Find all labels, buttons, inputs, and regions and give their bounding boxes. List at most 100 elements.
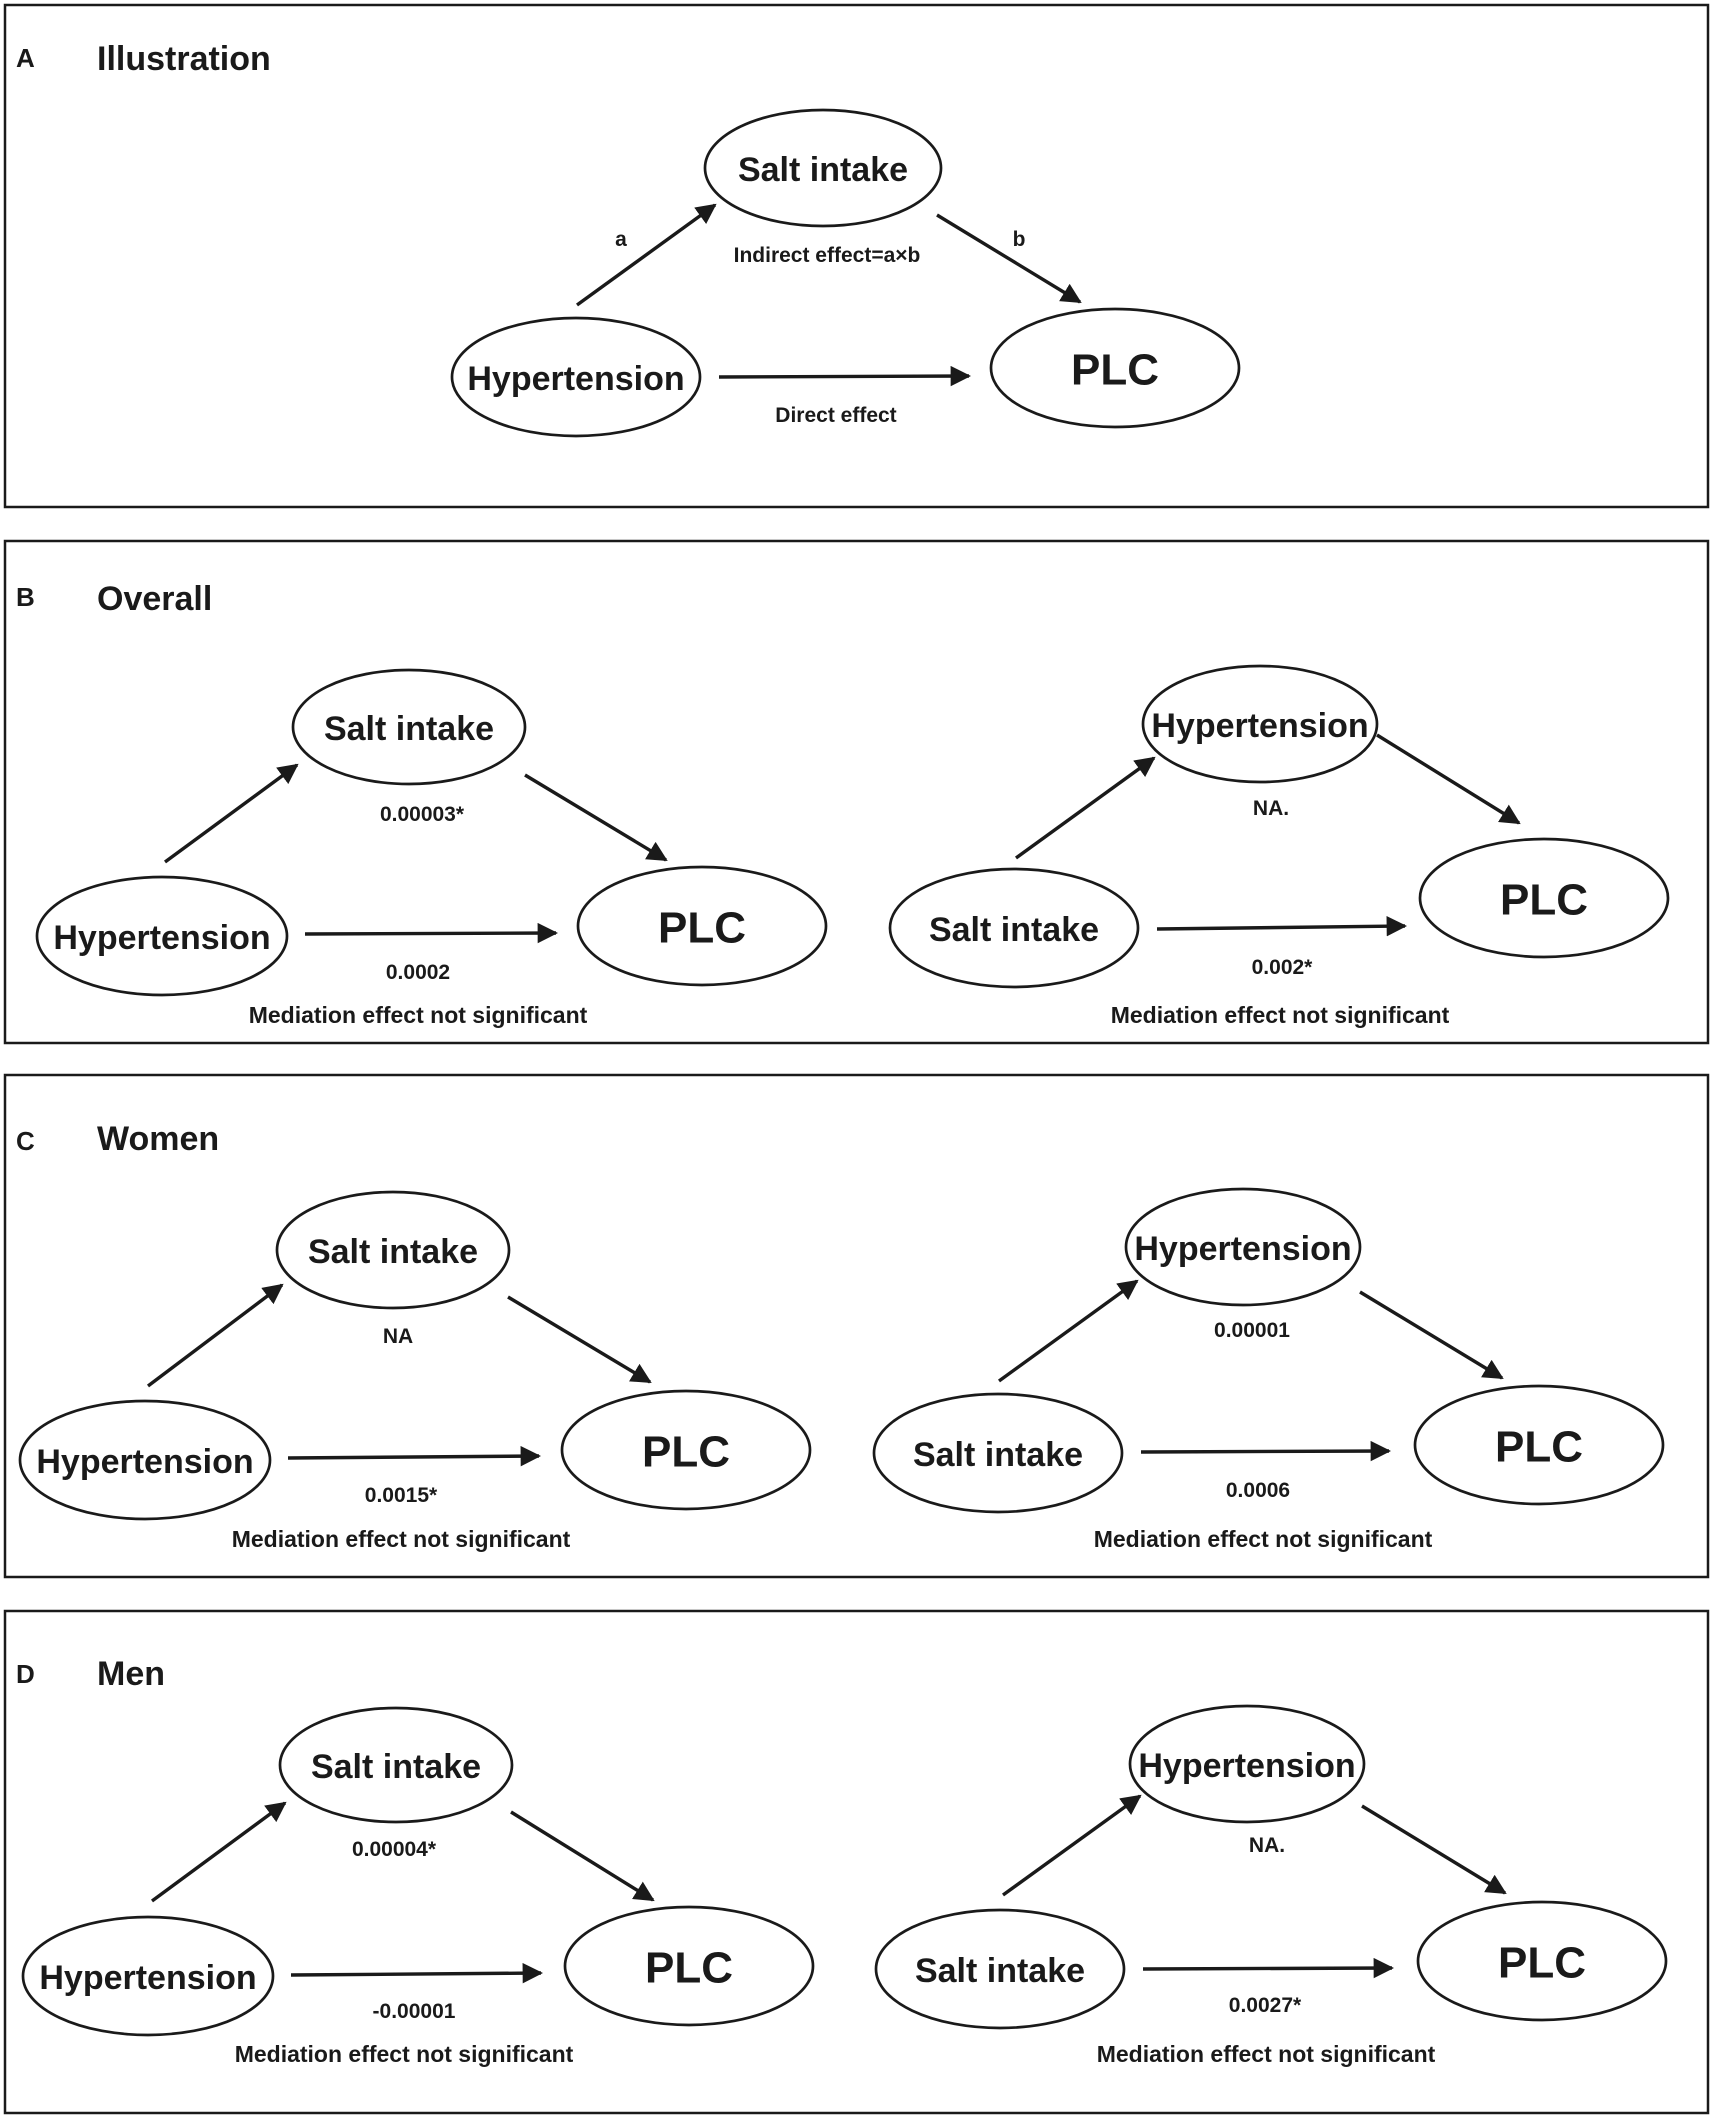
mediation-note: Mediation effect not significant: [1094, 1526, 1433, 1552]
direct-effect-label: 0.0002: [386, 961, 450, 984]
exposure-node-label: Salt intake: [913, 1436, 1083, 1474]
exposure-to-mediator-arrow: [146, 1283, 284, 1388]
panel-a-border: [3, 3, 1710, 509]
outcome-node-ellipse: [989, 307, 1241, 429]
panel-d-diagram-right: Hypertension Salt intake PLC NA. 0.0027*…: [874, 1704, 1668, 2067]
exposure-node-ellipse: [888, 867, 1140, 989]
outcome-node-ellipse: [563, 1905, 815, 2027]
indirect-effect-label: NA.: [1253, 797, 1289, 820]
outcome-node-ellipse: [1418, 837, 1670, 959]
indirect-effect-label: NA: [383, 1325, 413, 1348]
outcome-node-label: PLC: [1071, 346, 1159, 395]
exposure-to-outcome-arrow: [1156, 916, 1408, 937]
outcome-node-ellipse: [1416, 1900, 1668, 2022]
mediator-node-label: Hypertension: [1134, 1230, 1351, 1268]
mediator-node-ellipse: [275, 1190, 511, 1310]
a-path-label: a: [615, 228, 627, 251]
outcome-node-label: PLC: [1498, 1939, 1586, 1988]
mediation-note: Mediation effect not significant: [1097, 2041, 1436, 2067]
panel-a-letter: A: [16, 43, 35, 73]
panel-d-diagram-left: Salt intake Hypertension PLC 0.00004* -0…: [21, 1706, 815, 2067]
mediator-to-outcome-arrow: [507, 1295, 652, 1384]
direct-effect-label: -0.00001: [373, 2000, 456, 2023]
mediation-note: Mediation effect not significant: [1111, 1002, 1450, 1028]
mediation-note: Mediation effect not significant: [249, 1002, 588, 1028]
exposure-node-ellipse: [21, 1915, 275, 2037]
panel-d-border: [3, 1609, 1710, 2115]
panel-b-diagram-left: Salt intake Hypertension PLC 0.00003* 0.…: [35, 668, 828, 1028]
mediator-node-label: Salt intake: [308, 1233, 478, 1271]
panel-b-title: Overall: [97, 580, 212, 618]
panel-c: C Women Salt intake Hypertension PLC NA …: [3, 1073, 1710, 1579]
indirect-effect-label: 0.00003*: [380, 803, 465, 826]
exposure-to-mediator-arrow: [1015, 756, 1156, 860]
exposure-node-ellipse: [872, 1392, 1124, 1514]
mediator-to-outcome-arrow: [1376, 733, 1521, 825]
exposure-to-mediator-arrow: [576, 203, 717, 307]
mediator-to-outcome-arrow: [1361, 1804, 1507, 1895]
outcome-node-ellipse: [560, 1389, 812, 1511]
panel-d: D Men Salt intake Hypertension PLC 0.000…: [3, 1609, 1710, 2115]
panel-b-letter: B: [16, 582, 35, 612]
exposure-node-ellipse: [450, 316, 702, 438]
exposure-node-ellipse: [35, 875, 289, 997]
direct-effect-label: 0.002*: [1252, 956, 1314, 979]
mediator-to-outcome-arrow: [524, 773, 668, 862]
mediation-note: Mediation effect not significant: [232, 1526, 571, 1552]
direct-effect-label: 0.0027*: [1229, 1994, 1302, 2017]
outcome-node-label: PLC: [645, 1944, 733, 1993]
direct-effect-label: 0.0006: [1226, 1479, 1290, 1502]
mediator-node-ellipse: [703, 108, 943, 228]
outcome-node-ellipse: [1413, 1384, 1665, 1506]
mediator-node-label: Hypertension: [1138, 1747, 1355, 1785]
mediator-node-ellipse: [1128, 1704, 1366, 1824]
panel-c-diagram-right: Hypertension Salt intake PLC 0.00001 0.0…: [872, 1187, 1665, 1552]
exposure-node-label: Hypertension: [467, 360, 684, 398]
mediator-node-ellipse: [291, 668, 527, 786]
mediator-node-ellipse: [1124, 1187, 1362, 1307]
indirect-effect-label: Indirect effect=a×b: [734, 244, 921, 267]
mediator-node-label: Salt intake: [738, 151, 908, 189]
mediator-node-label: Hypertension: [1151, 707, 1368, 745]
indirect-effect-label: 0.00004*: [352, 1838, 437, 1861]
panel-b: B Overall Salt intake Hypertension PLC 0…: [3, 539, 1710, 1045]
exposure-to-mediator-arrow: [163, 763, 299, 864]
panel-a: A Illustration Salt intake Hypertension …: [3, 3, 1710, 509]
mediator-to-outcome-arrow: [510, 1810, 655, 1902]
exposure-to-outcome-arrow: [287, 1445, 542, 1467]
indirect-effect-label: NA.: [1249, 1834, 1285, 1857]
outcome-node-label: PLC: [1500, 876, 1588, 925]
mediator-node-label: Salt intake: [311, 1748, 481, 1786]
exposure-to-mediator-arrow: [1002, 1794, 1142, 1897]
exposure-to-mediator-arrow: [150, 1801, 287, 1903]
outcome-node-label: PLC: [1495, 1423, 1583, 1472]
mediator-node-label: Salt intake: [324, 710, 494, 748]
exposure-node-label: Salt intake: [929, 911, 1099, 949]
panel-c-diagram-left: Salt intake Hypertension PLC NA 0.0015* …: [18, 1190, 812, 1552]
panel-a-diagram: Salt intake Hypertension PLC a b Indirec…: [450, 108, 1241, 438]
exposure-node-label: Hypertension: [36, 1443, 253, 1481]
exposure-to-outcome-arrow: [290, 1962, 544, 1984]
exposure-to-outcome-arrow: [1142, 1957, 1395, 1979]
panel-b-diagram-right: Hypertension Salt intake PLC NA. 0.002* …: [888, 664, 1670, 1028]
panel-d-letter: D: [16, 1659, 35, 1689]
panel-d-title: Men: [97, 1655, 165, 1693]
exposure-to-mediator-arrow: [998, 1279, 1139, 1383]
mediation-note: Mediation effect not significant: [235, 2041, 574, 2067]
mediator-to-outcome-arrow: [1359, 1290, 1504, 1380]
outcome-node-label: PLC: [642, 1428, 730, 1477]
direct-effect-label: Direct effect: [775, 404, 896, 427]
exposure-node-ellipse: [18, 1399, 272, 1521]
exposure-to-outcome-arrow: [1140, 1440, 1392, 1462]
exposure-node-label: Salt intake: [915, 1952, 1085, 1990]
direct-effect-label: 0.0015*: [365, 1484, 438, 1507]
b-path-label: b: [1013, 228, 1026, 251]
outcome-node-label: PLC: [658, 904, 746, 953]
panel-a-title: Illustration: [97, 40, 271, 78]
mediator-node-ellipse: [278, 1706, 514, 1824]
exposure-node-label: Hypertension: [53, 919, 270, 957]
exposure-node-label: Hypertension: [39, 1959, 256, 1997]
panel-c-letter: C: [16, 1126, 35, 1156]
panel-b-border: [3, 539, 1710, 1045]
